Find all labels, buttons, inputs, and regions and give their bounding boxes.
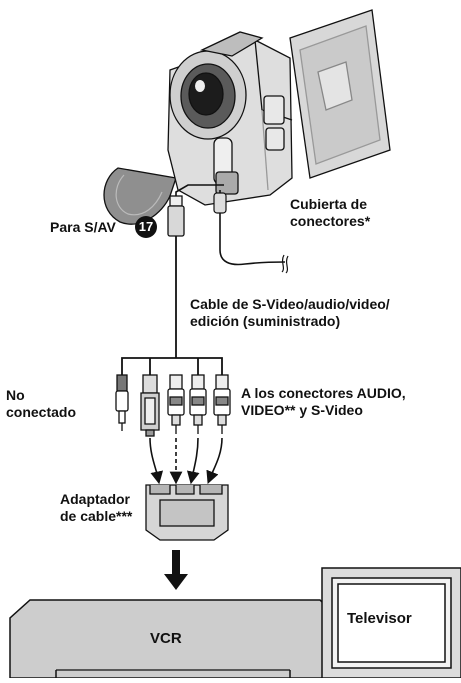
cable-split-bar bbox=[121, 357, 223, 375]
label-to-connectors: A los conectores AUDIO, VIDEO** y S-Vide… bbox=[241, 385, 406, 418]
plug-not-connected bbox=[115, 374, 129, 431]
sav-plug bbox=[167, 195, 185, 348]
label-para-sav: Para S/AV bbox=[50, 219, 116, 235]
television-unit bbox=[321, 567, 461, 679]
plug-to-adapter-arrows bbox=[149, 437, 223, 485]
label-cable: Cable de S-Video/audio/video/ edición (s… bbox=[190, 296, 390, 329]
label-vcr: VCR bbox=[150, 630, 182, 647]
label-television: Televisor bbox=[347, 610, 412, 627]
plug-svideo bbox=[140, 374, 160, 437]
adapter-to-vcr-arrow bbox=[164, 550, 188, 590]
connector-cover-cord bbox=[213, 192, 289, 274]
plug-audio-r bbox=[213, 374, 231, 434]
camcorder-illustration bbox=[103, 9, 391, 225]
plug-video bbox=[167, 374, 185, 434]
label-cable-adapter: Adaptador de cable*** bbox=[60, 491, 133, 524]
plug-audio-l bbox=[189, 374, 207, 434]
label-connector-cover: Cubierta de conectores* bbox=[290, 196, 371, 229]
label-not-connected: No conectado bbox=[6, 387, 77, 420]
reference-number-badge: 17 bbox=[135, 216, 157, 238]
cable-adapter bbox=[145, 484, 229, 541]
